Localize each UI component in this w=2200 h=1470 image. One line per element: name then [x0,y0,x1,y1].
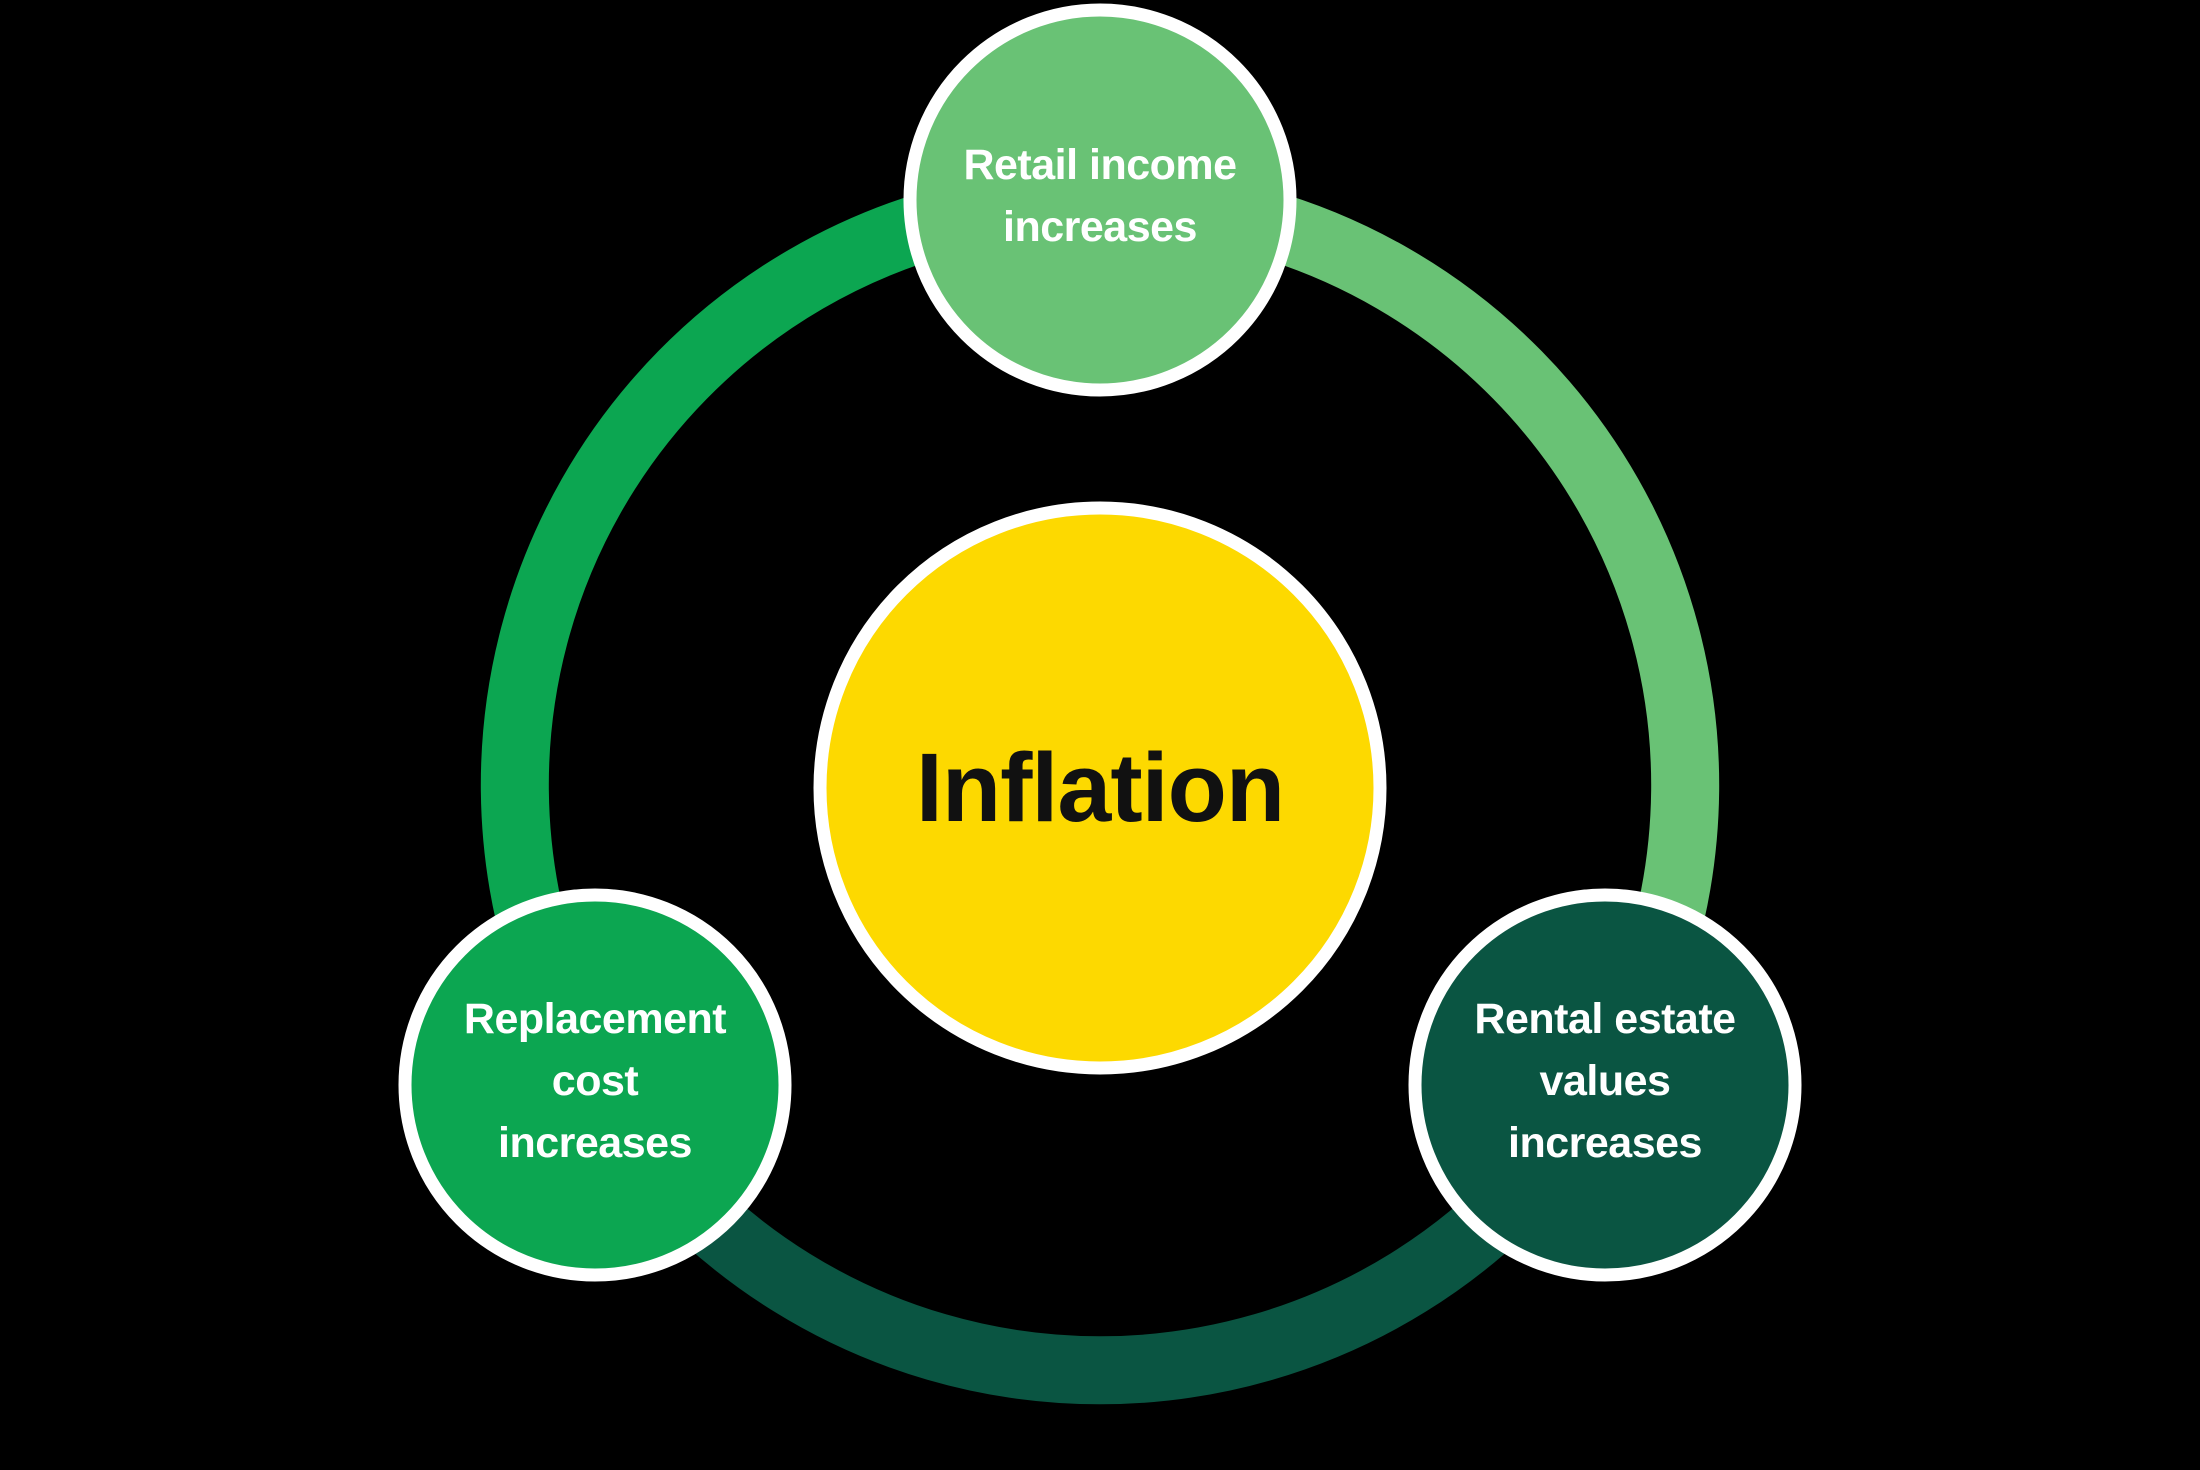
node-circle-retail-income [903,3,1297,397]
node-circle-rental-estate-values [1408,888,1802,1282]
center-circle-inflation [813,501,1387,1075]
node-circle-replacement-cost [398,888,792,1282]
